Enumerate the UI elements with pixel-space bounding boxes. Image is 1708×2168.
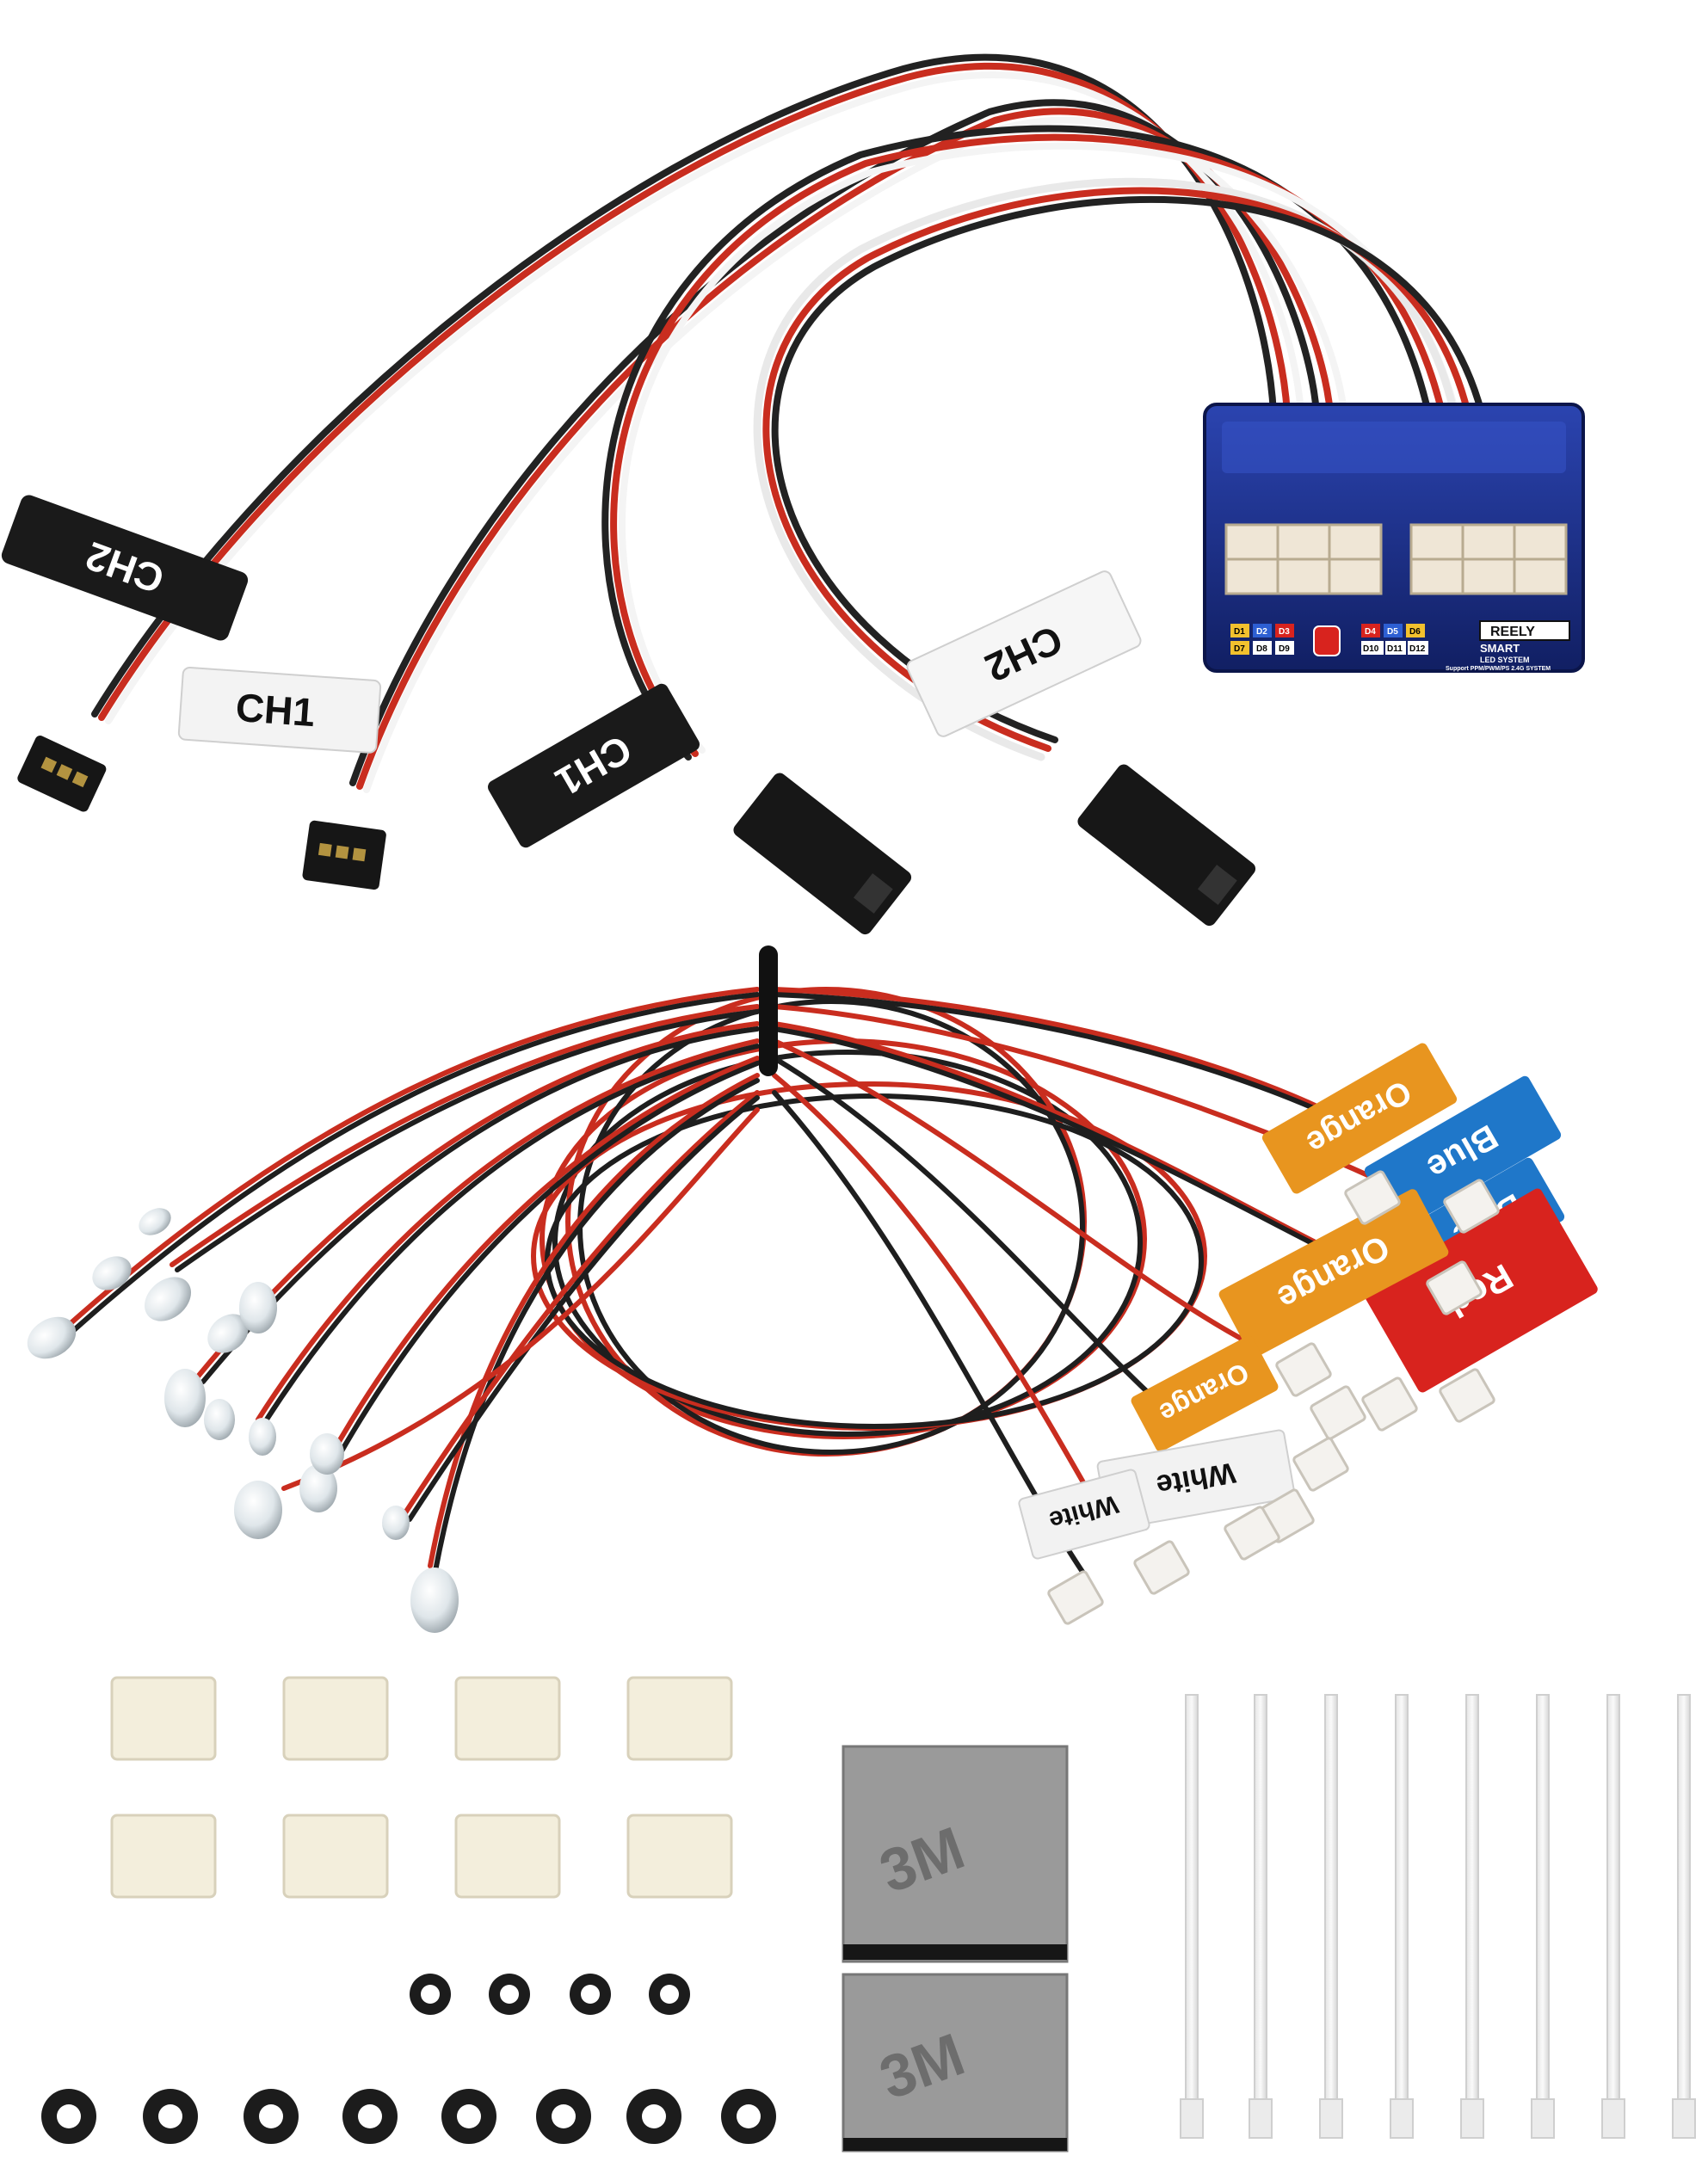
servo-plugs	[17, 736, 1256, 935]
port-label-d7: D7	[1234, 644, 1245, 654]
port-label-d5: D5	[1387, 627, 1398, 637]
cable-tag-ch1-white: CH1	[177, 666, 382, 754]
cable-tag-ch1-black: CH1	[488, 683, 700, 848]
port-label-d4: D4	[1365, 627, 1376, 637]
support-line: Support PPM/PWM/PS 2.4G SYSTEM	[1446, 666, 1551, 672]
servo-plug-3	[733, 773, 912, 935]
port-label-d8: D8	[1256, 644, 1267, 654]
servo-plug-1	[17, 736, 107, 812]
car-silhouette-icon	[1313, 625, 1341, 656]
led-tag-white-first: White	[1018, 1469, 1150, 1560]
jst-plugs	[1047, 1170, 1500, 1625]
connector-block-left	[1224, 523, 1383, 595]
cable-ties	[1180, 1694, 1696, 2139]
servo-plug-2	[302, 820, 386, 890]
servo-plug-4	[1077, 764, 1256, 927]
adhesive-pad-bottom: 3M	[842, 1973, 1069, 2153]
port-label-d1: D1	[1234, 627, 1245, 637]
port-label-d9: D9	[1279, 644, 1290, 654]
led-bezels-large	[41, 2089, 776, 2144]
led-bulbs	[27, 1208, 459, 1633]
cable-tag-ch2-white: CH2	[906, 570, 1142, 737]
cable-tags: CH2 CH1 CH1 CH2	[1, 495, 1142, 848]
model-name: SMART	[1480, 642, 1520, 655]
led-tag-orange-second: Orange	[1218, 1189, 1449, 1358]
cable-tag-ch1-white-text: CH1	[234, 685, 316, 735]
port-label-d3: D3	[1279, 627, 1290, 637]
adhesive-pad-top: 3M	[842, 1745, 1069, 1963]
port-label-d2: D2	[1256, 627, 1267, 637]
led-tag-white-second: White	[1096, 1429, 1296, 1531]
port-label-d12: D12	[1409, 644, 1426, 654]
servo-cables	[91, 53, 1485, 793]
connector-block-right	[1409, 523, 1568, 595]
cable-tag-ch2-black: CH2	[1, 495, 249, 641]
brand-name: REELY	[1490, 625, 1535, 639]
led-color-tags: Orange Blue Blue Red Orange Orange White	[1018, 1043, 1598, 1560]
port-label-d10: D10	[1363, 644, 1379, 654]
led-controller-unit: D1 D2 D3 D4 D5 D6 D7 D8 D9 D10 D11 D12 R…	[1203, 403, 1585, 673]
brand-badge	[1479, 620, 1570, 641]
port-label-d6: D6	[1409, 627, 1421, 637]
led-bezels-small	[410, 1974, 690, 2015]
model-subtitle: LED SYSTEM	[1480, 656, 1530, 664]
led-mount-clips	[110, 1676, 733, 1899]
port-label-d11: D11	[1387, 644, 1403, 654]
controller-port-legend: D1 D2 D3 D4 D5 D6 D7 D8 D9 D10 D11 D12	[1230, 624, 1428, 655]
led-wire-bundle	[66, 987, 1397, 1577]
